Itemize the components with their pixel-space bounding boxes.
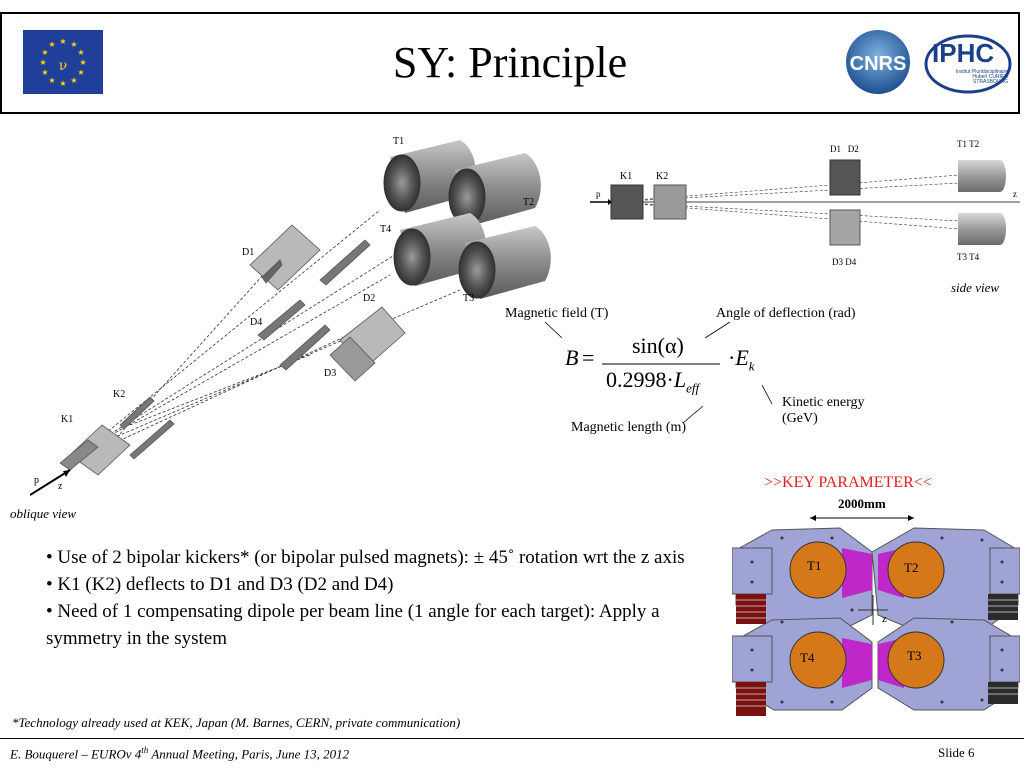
label-T1: T1	[393, 136, 404, 147]
label-D3: D3	[324, 368, 336, 379]
side-view-caption: side view	[951, 280, 1000, 295]
svg-text:★: ★	[41, 48, 48, 57]
label-K2: K2	[113, 389, 125, 400]
side-label-K1: K1	[620, 171, 632, 182]
svg-text:★: ★	[48, 40, 55, 49]
side-label-D1D2: D1 D2	[830, 144, 859, 154]
key-parameter-title: >>KEY PARAMETER<<	[764, 474, 932, 491]
cnrs-logo-icon: CNRS	[846, 30, 910, 94]
key-label-T3: T3	[907, 648, 921, 663]
svg-text:★: ★	[39, 58, 46, 67]
footer-divider	[0, 738, 1024, 739]
formula-equals: =	[582, 345, 595, 370]
label-p: p	[34, 475, 39, 486]
bullet-list: • Use of 2 bipolar kickers* (or bipolar …	[46, 544, 726, 652]
label-D1: D1	[242, 247, 254, 258]
kinetic-energy-label: Kinetic energy (GeV)	[782, 395, 865, 426]
footer-meeting-info: E. Bouquerel – EUROv 4th Annual Meeting,…	[10, 745, 350, 762]
svg-text:★: ★	[41, 68, 48, 77]
label-D4: D4	[250, 317, 262, 328]
label-T4: T4	[380, 224, 391, 235]
key-label-z: z	[882, 613, 887, 625]
key-dimension-label: 2000mm	[838, 496, 886, 511]
side-label-T3T4: T3 T4	[957, 252, 980, 262]
eu-flag-logo-icon: ★★★ ★★★ ★★★ ★★★ ν	[23, 30, 103, 94]
svg-text:★: ★	[77, 48, 84, 57]
side-label-z: z	[1013, 189, 1017, 199]
oblique-view-diagram: T1 T2 T4 T3 D1 D2 D4 D3 K2 K1 p z	[30, 136, 551, 496]
side-label-K2: K2	[656, 171, 668, 182]
formula-energy: ·Ek	[728, 345, 755, 374]
key-parameter-diagram: T1 T2 T4 T3 z	[732, 515, 1020, 716]
svg-text:★: ★	[79, 58, 86, 67]
svg-text:CNRS: CNRS	[850, 53, 907, 75]
side-view-diagram: K1 K2 D1 D2 D3 D4 T1 T2 T3 T4 p z	[590, 139, 1020, 267]
bullet-item: • Use of 2 bipolar kickers* (or bipolar …	[46, 547, 685, 568]
label-K1: K1	[61, 414, 73, 425]
label-D2: D2	[363, 293, 375, 304]
bullet-item: • K1 (K2) deflects to D1 and D3 (D2 and …	[46, 574, 394, 595]
formula-pointer-lines	[544, 321, 773, 424]
slide-title: SY: Principle	[392, 38, 628, 87]
svg-text:★: ★	[59, 79, 66, 88]
magnetic-length-label: Magnetic length (m)	[571, 420, 687, 435]
label-T2: T2	[523, 197, 534, 208]
formula-B: B	[565, 345, 579, 370]
label-z: z	[58, 481, 63, 492]
svg-text:★: ★	[77, 68, 84, 77]
side-label-p: p	[596, 189, 601, 199]
label-T3: T3	[463, 293, 474, 304]
magnetic-field-label: Magnetic field (T)	[505, 306, 609, 321]
side-label-D3D4: D3 D4	[832, 257, 857, 267]
angle-deflection-label: Angle of deflection (rad)	[716, 306, 856, 321]
svg-text:★: ★	[70, 76, 77, 85]
svg-text:ν: ν	[59, 58, 68, 74]
side-label-T1T2: T1 T2	[957, 139, 979, 149]
key-label-T2: T2	[904, 560, 918, 575]
target-cylinders	[383, 140, 551, 299]
key-label-T4: T4	[800, 650, 815, 665]
svg-text:★: ★	[70, 40, 77, 49]
footnote: *Technology already used at KEK, Japan (…	[12, 715, 461, 730]
formula-numerator: sin(α)	[632, 333, 684, 358]
iphc-logo: IPHC Institut Pluridisciplinaire Hubert …	[924, 30, 1014, 94]
oblique-view-caption: oblique view	[10, 506, 77, 521]
svg-text:★: ★	[59, 37, 66, 46]
svg-text:★: ★	[48, 76, 55, 85]
bullet-item: • Need of 1 compensating dipole per beam…	[46, 601, 660, 649]
key-label-T1: T1	[807, 558, 821, 573]
formula-denominator: 0.2998·Leff	[606, 367, 700, 396]
slide-number: Slide 6	[938, 745, 975, 760]
